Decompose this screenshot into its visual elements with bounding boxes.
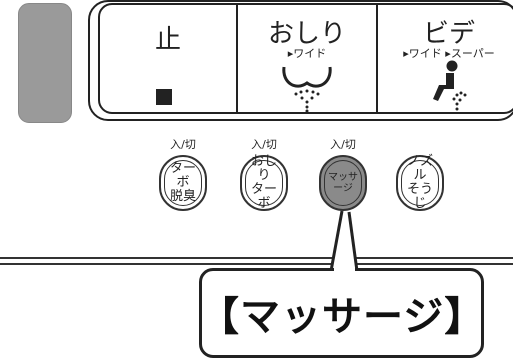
- oshiri-wide-label: ▸ワイド: [287, 47, 327, 60]
- callout-box: [199, 268, 484, 358]
- oshiri-turbo-line2: ターボ: [250, 182, 277, 211]
- massage-power-label: 入/切: [330, 138, 356, 151]
- nozzle-clean-line2: そうじ: [406, 182, 433, 211]
- turbo-deodorize-line2: 脱臭: [169, 189, 196, 204]
- oshiri-turbo-line1: おしり: [250, 154, 277, 183]
- callout-pointer-joint: [334, 267, 355, 272]
- oshiri-turbo-face: おしり ターボ: [245, 155, 283, 211]
- turbo-deodorize-face: ターボ 脱臭: [164, 160, 202, 206]
- bidet-mode-label: ▸ワイド ▸スーパー: [403, 47, 495, 60]
- side-handle: [18, 3, 72, 123]
- stop-label: 止: [154, 25, 181, 55]
- massage-face: マッサージ: [324, 160, 362, 206]
- oshiri-button[interactable]: おしり ▸ワイド: [236, 5, 378, 112]
- panel-edge-line-top: [0, 257, 513, 259]
- turbo-deodorize-line1: ターボ: [169, 161, 196, 190]
- bidet-button[interactable]: ビデ ▸ワイド ▸スーパー: [378, 5, 513, 112]
- turbo-deodorize-button[interactable]: ターボ 脱臭: [159, 155, 207, 211]
- nozzle-clean-face: ノズル そうじ: [401, 155, 439, 211]
- panel-edge-line-bottom: [0, 263, 513, 265]
- oshiri-spray-icon: [282, 66, 332, 112]
- stop-button[interactable]: 止: [100, 5, 236, 112]
- turbo-deodorize-power-label: 入/切: [170, 138, 196, 151]
- oshiri-label: おしり: [267, 19, 346, 49]
- bidet-person-icon: [433, 60, 467, 111]
- control-panel: 止 おしり ▸ワイド ビデ ▸ワイド ▸スーパー: [98, 3, 513, 114]
- oshiri-turbo-button[interactable]: おしり ターボ: [240, 155, 288, 211]
- nozzle-clean-button[interactable]: ノズル そうじ: [396, 155, 444, 211]
- massage-button[interactable]: マッサージ: [319, 155, 367, 211]
- oshiri-turbo-power-label: 入/切: [251, 138, 277, 151]
- stop-icon: [156, 89, 172, 105]
- massage-line1: マッサージ: [328, 172, 358, 194]
- bidet-label: ビデ: [422, 19, 475, 49]
- callout-text: 【マッサージ】: [199, 294, 486, 340]
- nozzle-clean-line1: ノズル: [406, 154, 433, 183]
